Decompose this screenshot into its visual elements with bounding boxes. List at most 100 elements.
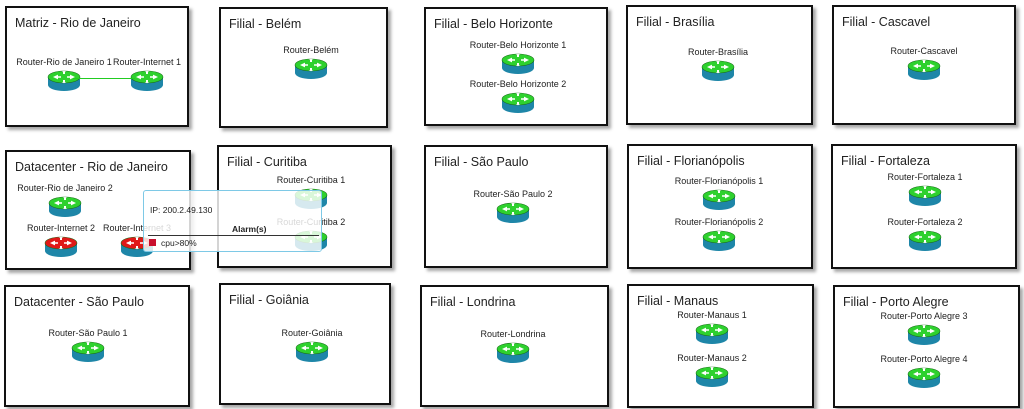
- router-alarm-icon[interactable]: [44, 235, 78, 259]
- site-title: Matriz - Rio de Janeiro: [15, 16, 141, 30]
- router-icon[interactable]: [695, 322, 729, 346]
- router-node[interactable]: Router-Fortaleza 2: [865, 217, 985, 261]
- router-node[interactable]: Router-Internet 1: [87, 57, 207, 101]
- router-label: Router-Internet 1: [112, 57, 182, 67]
- router-label: Router-Belo Horizonte 2: [469, 79, 567, 89]
- router-label: Router-Rio de Janeiro 1: [16, 57, 112, 67]
- site-title: Filial - Brasília: [636, 15, 715, 29]
- router-node[interactable]: Router-Florianópolis 2: [659, 217, 779, 261]
- router-label: Router-Porto Alegre 4: [880, 354, 968, 364]
- site-title: Filial - Belo Horizonte: [434, 17, 553, 31]
- router-tooltip: IP: 200.2.49.130 Alarm(s) cpu>80%: [143, 190, 322, 252]
- router-icon[interactable]: [907, 366, 941, 390]
- tooltip-divider: [148, 235, 319, 236]
- router-node[interactable]: Router-Manaus 1: [652, 310, 772, 354]
- router-node[interactable]: Router-Belém: [251, 45, 371, 89]
- router-label: Router-Curitiba 1: [276, 175, 346, 185]
- router-node[interactable]: Router-São Paulo 2: [453, 189, 573, 233]
- router-label: Router-Brasília: [687, 47, 749, 57]
- router-node[interactable]: Router-Porto Alegre 3: [864, 311, 984, 355]
- router-label: Router-Goiânia: [281, 328, 343, 338]
- router-node[interactable]: Router-Brasília: [658, 47, 778, 91]
- router-icon[interactable]: [908, 229, 942, 253]
- site-title: Datacenter - São Paulo: [14, 295, 144, 309]
- router-node[interactable]: Router-Cascavel: [864, 46, 984, 90]
- router-label: Router-Belo Horizonte 1: [469, 40, 567, 50]
- router-node[interactable]: Router-Londrina: [453, 329, 573, 373]
- site-title: Filial - Manaus: [637, 294, 719, 308]
- router-node[interactable]: Router-Belo Horizonte 2: [458, 79, 578, 123]
- router-icon[interactable]: [496, 341, 530, 365]
- router-icon[interactable]: [702, 229, 736, 253]
- router-icon[interactable]: [501, 52, 535, 76]
- router-label: Router-Internet 3: [102, 223, 172, 233]
- site-title: Filial - Fortaleza: [841, 154, 930, 168]
- router-icon[interactable]: [907, 323, 941, 347]
- router-label: Router-Florianópolis 1: [674, 176, 764, 186]
- router-label: Router-Internet 2: [26, 223, 96, 233]
- router-icon[interactable]: [48, 195, 82, 219]
- router-node[interactable]: Router-Porto Alegre 4: [864, 354, 984, 398]
- router-label: Router-Cascavel: [890, 46, 958, 56]
- router-label: Router-Manaus 1: [677, 310, 747, 320]
- router-icon[interactable]: [294, 57, 328, 81]
- router-node[interactable]: Router-São Paulo 1: [28, 328, 148, 372]
- site-title: Filial - São Paulo: [434, 155, 529, 169]
- router-icon[interactable]: [71, 340, 105, 364]
- site-title: Filial - Florianópolis: [637, 154, 745, 168]
- router-icon[interactable]: [702, 188, 736, 212]
- router-node[interactable]: Router-Rio de Janeiro 1: [4, 57, 124, 101]
- router-icon[interactable]: [496, 201, 530, 225]
- router-node[interactable]: Router-Manaus 2: [652, 353, 772, 397]
- router-icon[interactable]: [907, 58, 941, 82]
- router-node[interactable]: Router-Internet 2: [1, 223, 121, 267]
- tooltip-alarm-text: cpu>80%: [161, 238, 197, 248]
- site-title: Filial - Porto Alegre: [843, 295, 949, 309]
- router-node[interactable]: Router-Belo Horizonte 1: [458, 40, 578, 84]
- site-title: Filial - Curitiba: [227, 155, 307, 169]
- router-icon[interactable]: [701, 59, 735, 83]
- router-node[interactable]: Router-Rio de Janeiro 2: [5, 183, 125, 227]
- site-title: Filial - Cascavel: [842, 15, 931, 29]
- router-label: Router-São Paulo 1: [48, 328, 128, 338]
- router-label: Router-Florianópolis 2: [674, 217, 764, 227]
- router-icon[interactable]: [501, 91, 535, 115]
- router-label: Router-Londrina: [480, 329, 546, 339]
- router-icon[interactable]: [695, 365, 729, 389]
- tooltip-ip: IP: 200.2.49.130: [150, 205, 213, 215]
- router-label: Router-Belém: [283, 45, 339, 55]
- router-icon[interactable]: [130, 69, 164, 93]
- router-icon[interactable]: [47, 69, 81, 93]
- site-title: Filial - Belém: [229, 17, 302, 31]
- router-icon[interactable]: [295, 340, 329, 364]
- router-icon[interactable]: [908, 184, 942, 208]
- router-node[interactable]: Router-Florianópolis 1: [659, 176, 779, 220]
- router-link: [73, 78, 135, 79]
- router-label: Router-São Paulo 2: [473, 189, 553, 199]
- router-node[interactable]: Router-Goiânia: [252, 328, 372, 372]
- site-title: Filial - Londrina: [430, 295, 516, 309]
- site-title: Filial - Goiânia: [229, 293, 309, 307]
- alarm-severity-icon: [149, 239, 156, 246]
- router-label: Router-Rio de Janeiro 2: [17, 183, 113, 193]
- router-label: Router-Fortaleza 2: [887, 217, 963, 227]
- tooltip-alarms-header: Alarm(s): [232, 224, 267, 234]
- router-node[interactable]: Router-Fortaleza 1: [865, 172, 985, 216]
- router-label: Router-Fortaleza 1: [887, 172, 963, 182]
- router-label: Router-Manaus 2: [677, 353, 747, 363]
- site-title: Datacenter - Rio de Janeiro: [15, 160, 168, 174]
- router-label: Router-Porto Alegre 3: [880, 311, 968, 321]
